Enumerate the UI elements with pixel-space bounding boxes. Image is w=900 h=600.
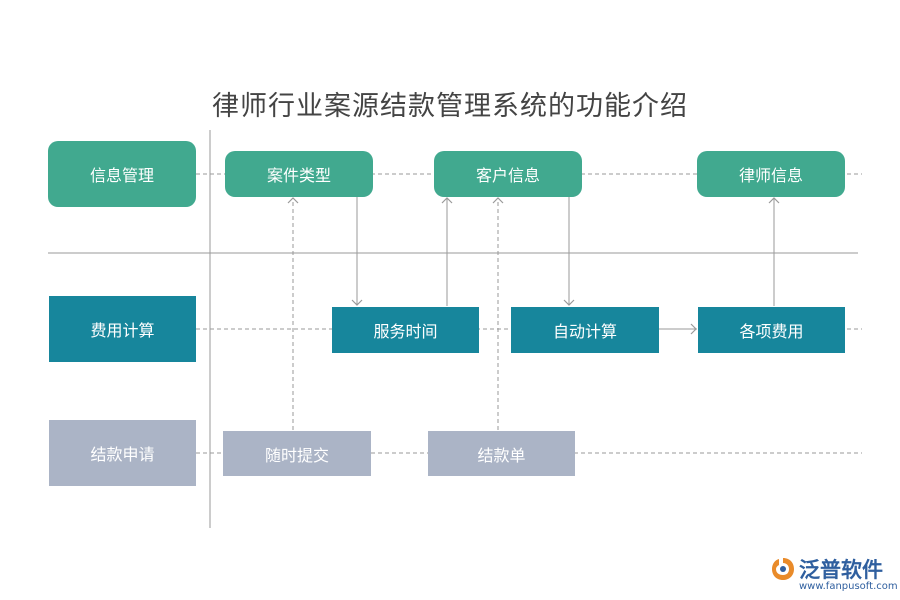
node-lawyer-info: 律师信息	[697, 151, 845, 197]
node-auto-calc: 自动计算	[511, 307, 659, 353]
page-title: 律师行业案源结款管理系统的功能介绍	[212, 91, 688, 122]
brand-logo: 泛普软件 www.fanpusoft.com	[770, 554, 898, 598]
row-header-info-management: 信息管理	[48, 141, 196, 207]
logo-icon	[772, 558, 794, 580]
node-settlement-form: 结款单	[428, 431, 575, 476]
row-header-fee-calculation: 费用计算	[49, 296, 196, 362]
logo-name: 泛普软件	[799, 558, 883, 582]
row-header-settlement-request: 结款申请	[49, 420, 196, 486]
node-client-info: 客户信息	[434, 151, 582, 197]
logo-url: www.fanpusoft.com	[799, 581, 898, 592]
node-service-time: 服务时间	[332, 307, 479, 353]
node-item-fees: 各项费用	[698, 307, 845, 353]
node-case-type: 案件类型	[225, 151, 373, 197]
node-submit-anytime: 随时提交	[223, 431, 371, 476]
